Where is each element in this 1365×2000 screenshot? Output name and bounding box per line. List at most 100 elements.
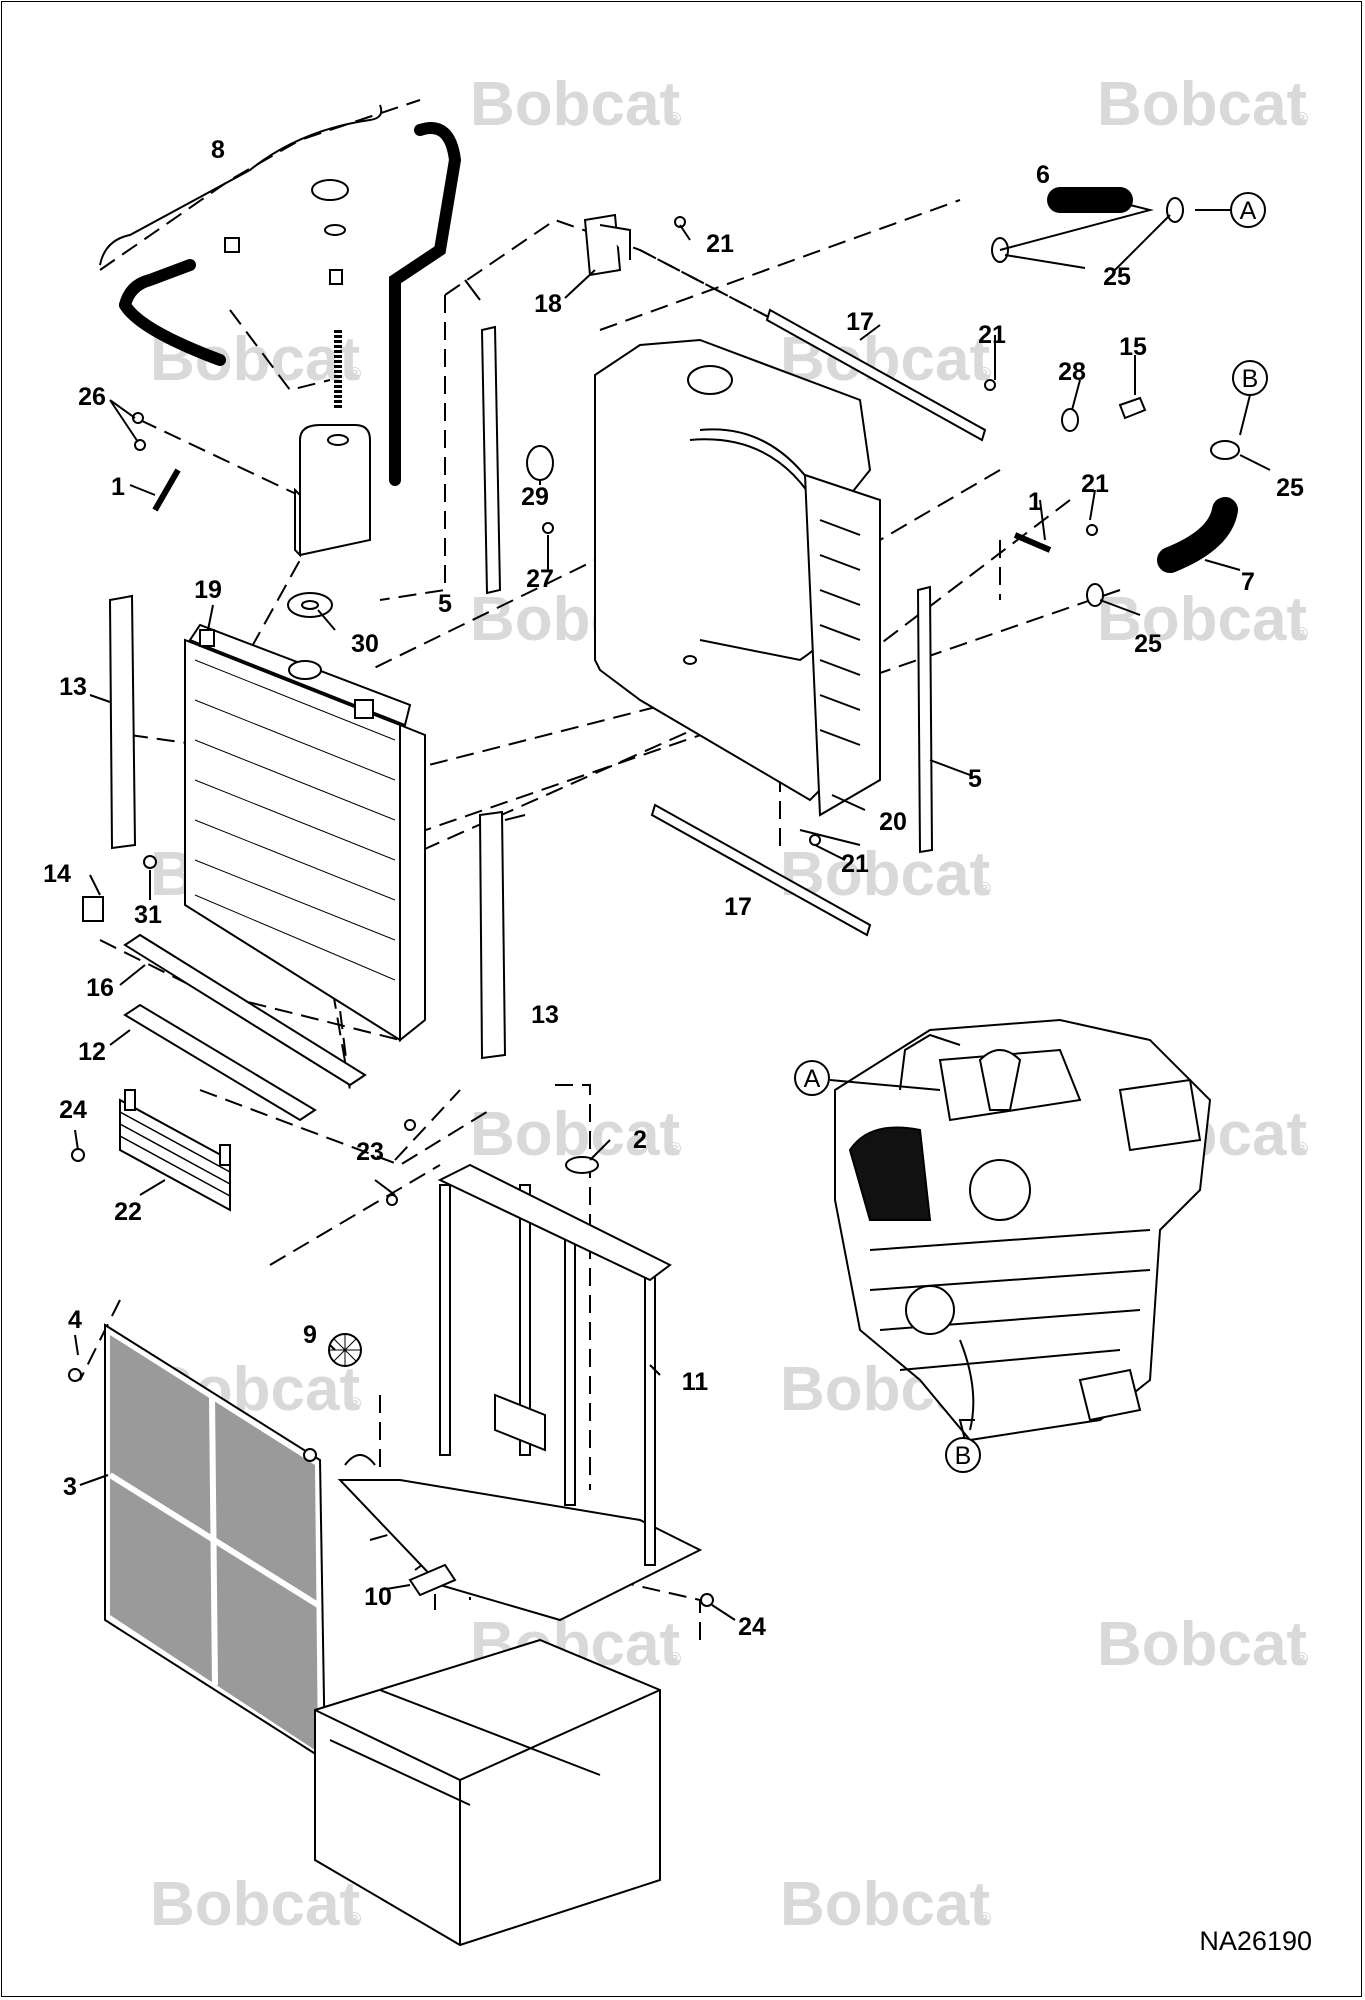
bolt-icon-4	[809, 834, 821, 846]
svg-text:Bobcat: Bobcat	[150, 325, 360, 394]
oil-cooler-icon	[119, 1098, 231, 1212]
callout-1-right: 1	[1028, 488, 1042, 516]
callout-28: 28	[1058, 358, 1086, 386]
svg-text:®: ®	[1295, 109, 1308, 129]
seal-strip-13-left	[108, 594, 137, 850]
svg-text:B: B	[955, 1442, 972, 1470]
callout-6: 6	[1036, 161, 1050, 189]
callout-23: 23	[356, 1138, 384, 1166]
fasteners	[68, 216, 1098, 1607]
drawing-code: NA26190	[1199, 1926, 1312, 1956]
rod-1-right	[1013, 532, 1052, 553]
callout-21-right: 21	[1081, 470, 1109, 498]
grommet-2-icon	[565, 1156, 599, 1174]
gasket-30	[287, 592, 333, 618]
drain-valve-31-icon	[143, 855, 157, 869]
watermark-3: Bobcat®	[150, 325, 361, 394]
base-frame	[314, 1638, 661, 1947]
fan-shroud	[594, 338, 881, 817]
svg-text:®: ®	[978, 1909, 991, 1929]
svg-text:®: ®	[348, 1909, 361, 1929]
callout-16: 16	[86, 974, 114, 1002]
svg-text:®: ®	[668, 1649, 681, 1669]
bolt-icon-8	[68, 1368, 82, 1382]
svg-text:®: ®	[348, 364, 361, 384]
callout-17-top: 17	[846, 308, 874, 336]
clamp-icon-5	[1061, 408, 1079, 432]
clamp-icon-3	[1210, 440, 1240, 460]
seal-strip-5-right	[916, 585, 934, 854]
hose-clamp-small-icon	[329, 269, 343, 285]
callout-14: 14	[43, 860, 71, 888]
radiator-cap-icon	[288, 660, 322, 680]
callout-24-left: 24	[59, 1096, 87, 1124]
watermark-1: Bobcat®	[470, 70, 681, 139]
coolant-reservoir	[294, 424, 371, 558]
callout-12: 12	[78, 1038, 106, 1066]
reservoir-cap-icon	[311, 179, 349, 201]
svg-text:®: ®	[668, 109, 681, 129]
watermark-6: Bobcat®	[1097, 585, 1308, 654]
svg-text:Bobcat: Bobcat	[1097, 1610, 1307, 1679]
callout-31: 31	[134, 901, 162, 929]
reference-markers: A B A B	[794, 192, 1268, 1473]
callout-20: 20	[879, 808, 907, 836]
hose-7-icon	[1157, 497, 1238, 573]
svg-text:Bobcat: Bobcat	[150, 1870, 360, 1939]
bolt-icon-6	[386, 1194, 398, 1206]
bolt-icon-3	[1086, 524, 1098, 536]
mount-frame	[328, 1163, 703, 1622]
svg-text:A: A	[804, 1065, 821, 1093]
foam-pad-14	[82, 896, 104, 922]
watermark-2: Bobcat®	[1097, 70, 1308, 139]
nut-icon-2	[134, 439, 146, 451]
watermark-16: Bobcat®	[780, 1870, 991, 1939]
callout-11: 11	[682, 1368, 709, 1396]
clamp-icon-4	[1086, 583, 1104, 607]
reservoir-icon	[299, 424, 371, 557]
bracket-18	[583, 213, 631, 277]
bolt-icon-9	[700, 1593, 714, 1607]
grommet-27-icon	[542, 522, 554, 534]
watermark-14: Bobcat®	[1097, 1610, 1308, 1679]
marker-b-top: B	[1232, 360, 1268, 396]
seal-strip-12	[123, 1003, 317, 1122]
callout-21-bottom: 21	[841, 850, 869, 878]
cap-washer-icon	[324, 224, 346, 236]
svg-text:®: ®	[1295, 1649, 1308, 1669]
callout-1-left: 1	[111, 473, 125, 501]
callout-3: 3	[63, 1473, 77, 1501]
callout-15: 15	[1119, 333, 1147, 361]
seal-strips	[82, 308, 987, 1122]
plug-15-icon	[1118, 396, 1147, 420]
callout-17-bottom: 17	[724, 893, 752, 921]
seal-strip-17-top	[765, 308, 987, 442]
oil-cooler	[119, 1089, 231, 1212]
svg-text:B: B	[1242, 365, 1259, 393]
rod-icon	[152, 468, 181, 512]
marker-a-engine: A	[794, 1060, 830, 1096]
svg-text:Bobcat: Bobcat	[470, 70, 680, 139]
callout-29: 29	[521, 483, 549, 511]
watermark-15: Bobcat®	[150, 1870, 361, 1939]
callout-8: 8	[211, 136, 225, 164]
leaders	[74, 194, 1271, 1621]
marker-b-engine: B	[945, 1437, 981, 1473]
seal-strip-16	[123, 933, 367, 1087]
callout-21-mid: 21	[978, 321, 1006, 349]
pad-10-icon	[408, 1563, 457, 1597]
rod-1-left	[152, 468, 181, 512]
radiator	[184, 623, 426, 1043]
callout-7: 7	[1241, 568, 1255, 596]
svg-text:®: ®	[1295, 624, 1308, 644]
nut-icon	[132, 412, 144, 424]
svg-text:Bobcat: Bobcat	[780, 1870, 990, 1939]
seal-strip-13-right	[478, 810, 507, 1060]
callout-24-bottom: 24	[738, 1613, 766, 1641]
grommet-29-icon	[526, 445, 554, 481]
callout-18: 18	[534, 290, 562, 318]
callout-13-left: 13	[59, 673, 87, 701]
overflow-hose-assembly	[99, 104, 462, 486]
